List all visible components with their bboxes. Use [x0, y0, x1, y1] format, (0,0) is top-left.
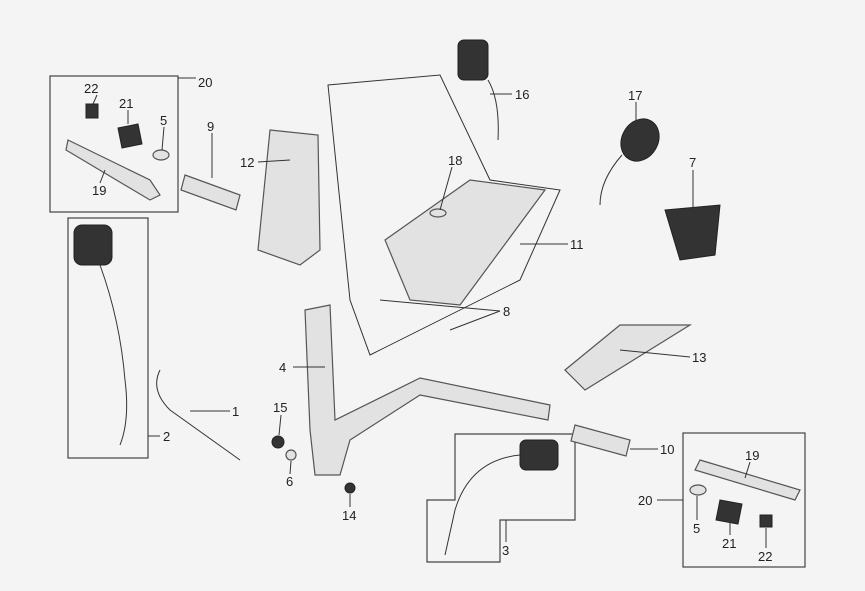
- callout-12: 12: [240, 155, 254, 170]
- part-2-switch: [73, 224, 113, 266]
- callout-1: 1: [232, 404, 239, 419]
- callout-7: 7: [689, 155, 696, 170]
- part-16-mirror: [457, 39, 489, 81]
- callout-19-right: 19: [745, 448, 759, 463]
- part-17-mirror: [620, 118, 660, 162]
- part-9-grip: [180, 174, 241, 211]
- part-5-right: [689, 484, 707, 496]
- callout-17: 17: [628, 88, 642, 103]
- callout-16: 16: [515, 87, 529, 102]
- callout-18: 18: [448, 153, 462, 168]
- part-12-cover: [257, 129, 321, 266]
- part-1-cable: [156, 369, 241, 461]
- grip-kit-box-right: [682, 432, 806, 568]
- callout-3: 3: [502, 543, 509, 558]
- callout-14: 14: [342, 508, 356, 523]
- grip-kit-box-left: [49, 75, 179, 213]
- callout-20-right: 20: [638, 493, 652, 508]
- part-13-cover: [564, 324, 693, 391]
- switch-box-right: [426, 433, 576, 563]
- callout-19-left: 19: [92, 183, 106, 198]
- part-11-cover: [327, 74, 561, 356]
- part-3-switch: [519, 439, 559, 471]
- callout-8: 8: [503, 304, 510, 319]
- part-11-frame: [384, 179, 547, 306]
- part-21-left: [117, 123, 143, 149]
- part-22-left: [85, 103, 99, 119]
- callout-5-right: 5: [693, 521, 700, 536]
- callout-13: 13: [692, 350, 706, 365]
- callout-22-right: 22: [758, 549, 772, 564]
- part-10-grip: [570, 424, 631, 457]
- callout-21-right: 21: [722, 536, 736, 551]
- part-19-right: [694, 459, 801, 501]
- part-5-left: [152, 149, 170, 161]
- part-21-right: [715, 499, 743, 525]
- part-4-handlebar: [304, 304, 551, 476]
- callout-10: 10: [660, 442, 674, 457]
- callout-2: 2: [163, 429, 170, 444]
- part-14-bolt: [344, 482, 356, 494]
- part-15-nut: [271, 435, 285, 449]
- callout-11: 11: [570, 237, 584, 252]
- switch-box-left: [67, 217, 149, 459]
- part-7-bracket: [664, 204, 721, 261]
- callout-15: 15: [273, 400, 287, 415]
- part-6-washer: [285, 449, 297, 461]
- callout-22-left: 22: [84, 81, 98, 96]
- callout-5-left: 5: [160, 113, 167, 128]
- part-19-left: [65, 139, 161, 201]
- callout-20-left: 20: [198, 75, 212, 90]
- callout-9: 9: [207, 119, 214, 134]
- callout-21-left: 21: [119, 96, 133, 111]
- callout-6: 6: [286, 474, 293, 489]
- part-18-emblem: [429, 208, 447, 218]
- callout-4: 4: [279, 360, 286, 375]
- part-22-right: [759, 514, 773, 528]
